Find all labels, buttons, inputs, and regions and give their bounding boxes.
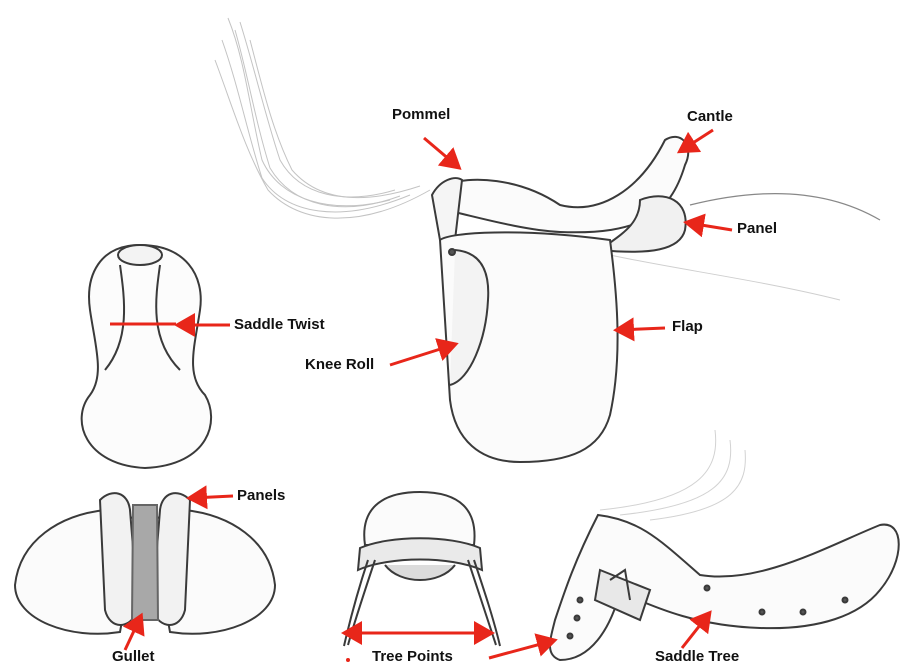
gullet-label: Gullet xyxy=(112,648,155,665)
horse-tail-sketch xyxy=(600,430,745,520)
flap-label: Flap xyxy=(672,318,703,335)
underside-view-saddle xyxy=(15,493,275,634)
knee-roll-label: Knee Roll xyxy=(305,356,374,373)
pommel-arrow xyxy=(424,138,457,166)
cantle-label: Cantle xyxy=(687,108,733,125)
top-view-saddle xyxy=(82,245,211,468)
horse-back-outline xyxy=(690,194,880,220)
front-view-saddle xyxy=(344,492,500,646)
panels-label: Panels xyxy=(237,487,285,504)
red-dot xyxy=(346,658,350,662)
panel-label: Panel xyxy=(737,220,777,237)
saddle-tree-drawing xyxy=(550,515,899,660)
pommel-label: Pommel xyxy=(392,106,450,123)
tree-points-label: Tree Points xyxy=(372,648,453,665)
saddle-twist-label: Saddle Twist xyxy=(234,316,325,333)
flap-arrow xyxy=(619,328,665,330)
saddle-tree-label: Saddle Tree xyxy=(655,648,739,665)
cantle-arrow xyxy=(682,130,713,150)
knee-roll-arrow xyxy=(390,345,453,365)
panels-arrow xyxy=(192,496,233,498)
horse-body-shading xyxy=(610,255,840,300)
panel-arrow xyxy=(689,223,732,230)
side-view-saddle xyxy=(432,137,688,462)
